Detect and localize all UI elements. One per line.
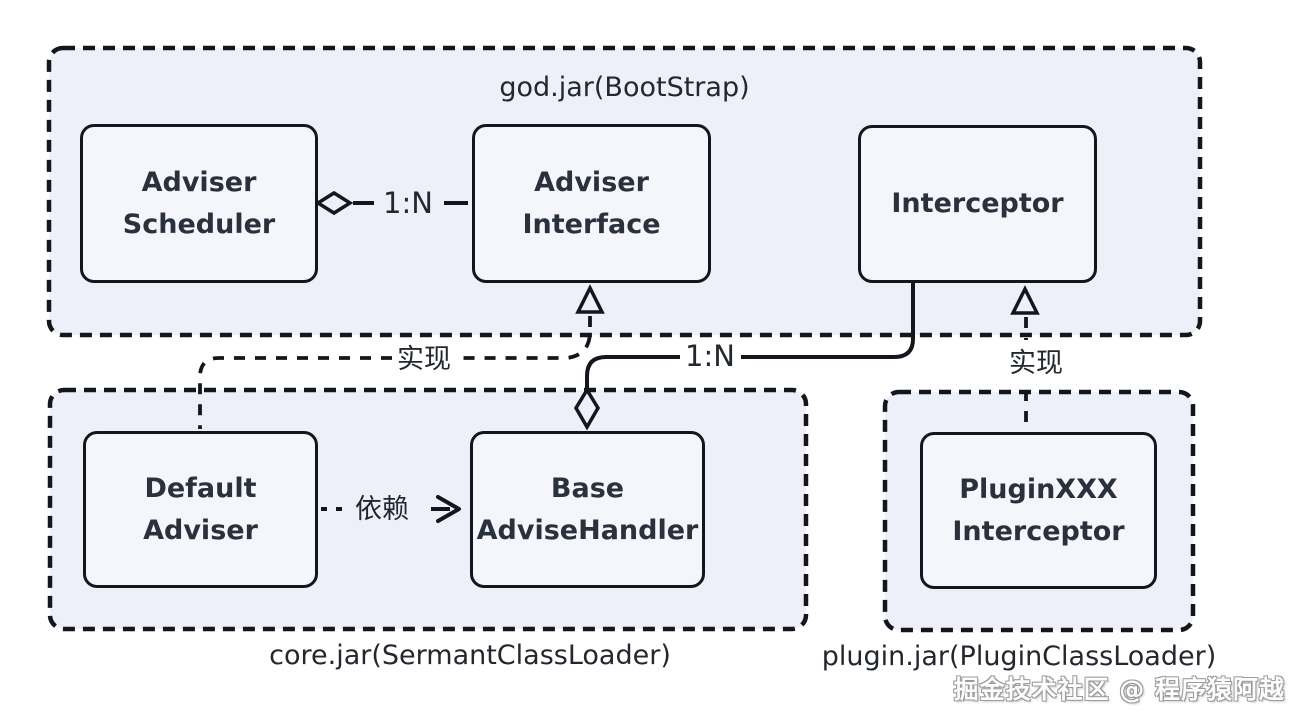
realization-dashed-line	[198, 356, 392, 429]
realization-triangle-icon	[1010, 285, 1040, 315]
relation-label-1n-middle: 1:N	[685, 339, 735, 373]
relation-label-yilai: 依赖	[355, 494, 409, 525]
relation-label-shixian-right: 实现	[1009, 348, 1063, 379]
aggregation-solid-line	[741, 283, 915, 359]
relation-label-shixian-left: 实现	[397, 344, 451, 375]
relation-label-1n-top: 1:N	[383, 186, 433, 220]
plugin-jar-container	[882, 389, 1196, 633]
aggregation-solid-line	[585, 355, 680, 391]
dependency-arrowhead-icon	[436, 495, 461, 523]
realization-triangle-icon	[575, 284, 605, 314]
aggregation-diamond-icon	[314, 190, 354, 216]
core-jar-container	[47, 387, 809, 632]
aggregation-diamond-icon	[573, 386, 601, 431]
